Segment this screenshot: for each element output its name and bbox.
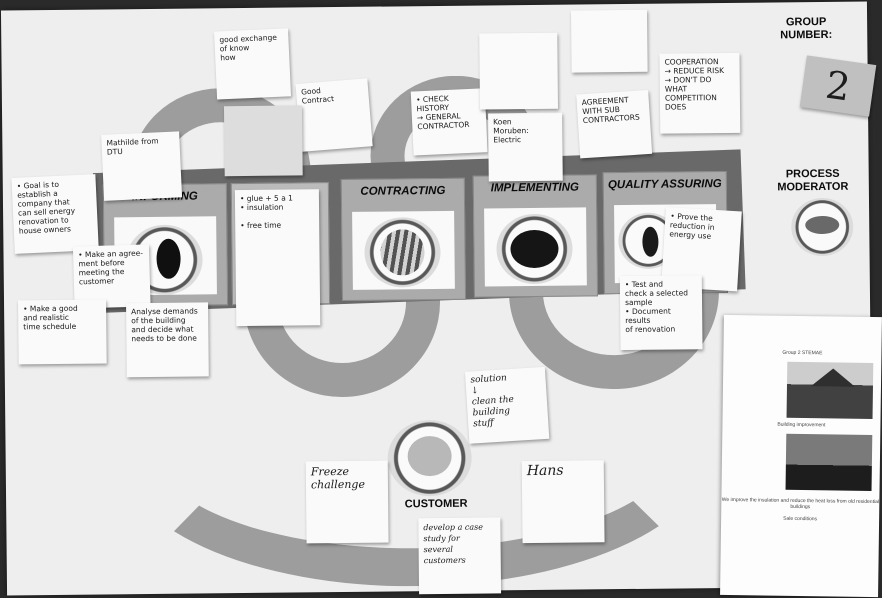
- handout-text: We improve the insulation and reduce the…: [721, 496, 880, 511]
- sticky-note-goal: • Goal is to establish a company that ca…: [11, 174, 99, 254]
- sticky-note-test: • Test and check a selected sample • Doc…: [619, 275, 703, 351]
- eagle-icon: [790, 197, 854, 257]
- phase-title: IMPLEMENTING: [490, 181, 579, 195]
- handout-title: Group 2 STEMAE: [782, 349, 823, 357]
- sticky-note-top-left: good exchange of know how: [214, 28, 292, 100]
- sticky-note-analyse: Analyse demands of the building and deci…: [126, 302, 209, 378]
- process-moderator-label: PROCESS MODERATOR: [777, 167, 849, 194]
- phase-title: CONTRACTING: [360, 184, 446, 198]
- sticky-note-hans: Hans: [521, 460, 605, 544]
- sticky-note-solution: solution ↓ clean the building stuff: [464, 366, 550, 444]
- phase-title: QUALITY ASSURING: [607, 178, 722, 192]
- sticky-note-cooperation: COOPERATION → REDUCE RISK → DON'T DO WHA…: [659, 52, 741, 134]
- sticky-note-make-good: • Make a good and realistic time schedul…: [17, 299, 107, 365]
- sticky-note-mathilde: Mathilde from DTU: [101, 131, 183, 201]
- handout-sheet: Group 2 STEMAE Building improvement We i…: [720, 314, 882, 598]
- phase-contracting: CONTRACTING: [340, 177, 467, 301]
- group-number-label: GROUP NUMBER:: [780, 15, 833, 42]
- customer-label: CUSTOMER: [404, 497, 468, 511]
- landscape-photo: [785, 433, 873, 491]
- sticky-note-agreement-sub: AGREEMENT WITH SUB CONTRACTORS: [576, 89, 653, 159]
- sticky-note-glue: • glue + 5 a 1 • insulation • free time: [234, 189, 321, 327]
- sticky-note-koen: Koen Moruben: Electric: [488, 112, 563, 182]
- sticky-note-freeze: Freeze challenge: [305, 460, 389, 544]
- sticky-note-corner: [570, 9, 648, 73]
- sticky-note-check: • CHECK HISTORY → GENERAL CONTRACTOR: [410, 88, 488, 156]
- phase-implementing: IMPLEMENTING: [472, 174, 598, 298]
- handout-text: Sale conditions: [783, 515, 818, 523]
- group-number-card: 2: [799, 55, 877, 117]
- sticky-note-top-right: [479, 32, 559, 110]
- sticky-note-mid: [223, 105, 303, 177]
- sticky-note-good-contract: Good Contract: [295, 78, 373, 152]
- handout-caption: Building improvement: [777, 421, 826, 429]
- sticky-note-develop: develop a case study for several custome…: [418, 517, 502, 595]
- house-photo: [786, 361, 874, 419]
